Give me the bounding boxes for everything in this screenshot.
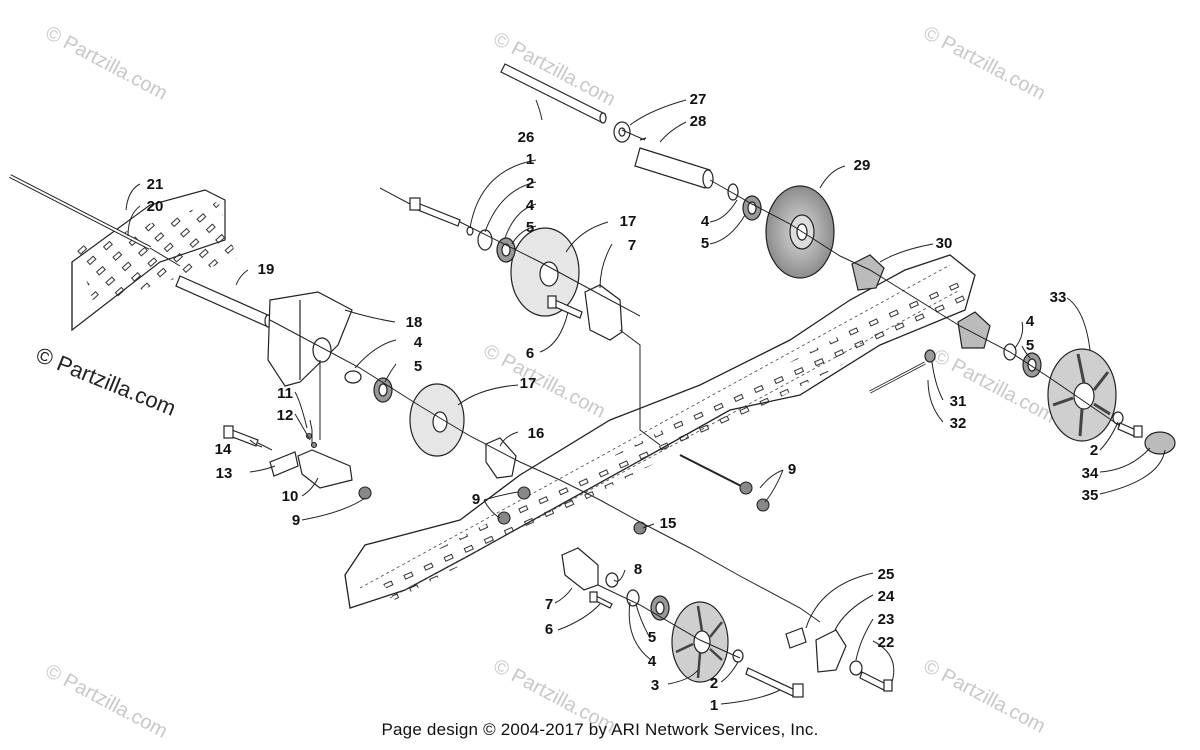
callout: 19 xyxy=(258,261,275,278)
callout: 16 xyxy=(528,425,545,442)
callout: 7 xyxy=(628,237,636,254)
callout: 4 xyxy=(414,334,423,351)
callout: 24 xyxy=(878,588,895,605)
callout: 4 xyxy=(648,653,657,670)
callout: 27 xyxy=(690,91,707,108)
callout: 13 xyxy=(216,465,233,482)
callout: 9 xyxy=(472,491,480,508)
callout: 20 xyxy=(147,198,164,215)
callout: 6 xyxy=(545,621,553,638)
callout: 33 xyxy=(1050,289,1067,306)
callout: 8 xyxy=(634,561,642,578)
idler-wheel-lower xyxy=(409,383,465,457)
callout: 11 xyxy=(277,385,293,402)
callout: 29 xyxy=(854,157,871,174)
bolts xyxy=(223,197,1143,698)
callout: 17 xyxy=(520,375,537,392)
callout: 15 xyxy=(660,515,677,532)
assembly-lines xyxy=(149,129,1121,659)
callout: 3 xyxy=(651,677,659,694)
callout: 26 xyxy=(518,129,535,146)
callout: 10 xyxy=(282,488,299,505)
callout: 25 xyxy=(878,566,895,583)
callout: 12 xyxy=(277,407,294,424)
callout: 28 xyxy=(690,113,707,130)
callout: 5 xyxy=(648,629,656,646)
brackets xyxy=(269,137,847,673)
callout: 5 xyxy=(414,358,422,375)
wheel-33 xyxy=(1047,348,1117,442)
callout: 17 xyxy=(620,213,637,230)
callout: 2 xyxy=(1090,442,1098,459)
callout: 4 xyxy=(701,213,710,230)
callout: 5 xyxy=(701,235,709,252)
callout: 31 xyxy=(950,393,967,410)
callout-labels: 21 20 19 18 4 5 11 12 14 13 10 9 26 27 2… xyxy=(147,91,1099,714)
callout: 30 xyxy=(936,235,953,252)
callout: 22 xyxy=(878,634,895,651)
cap-34 xyxy=(1144,431,1176,455)
wheel-3 xyxy=(671,601,729,683)
callout: 32 xyxy=(950,415,967,432)
hub-30 xyxy=(851,254,991,349)
wheel-29 xyxy=(765,185,835,279)
callout: 18 xyxy=(406,314,423,331)
callout: 2 xyxy=(710,675,718,692)
idler-wheel-upper xyxy=(510,227,580,317)
callout: 9 xyxy=(292,512,300,529)
callout: 4 xyxy=(526,197,535,214)
bearings xyxy=(344,121,1124,676)
callout: 2 xyxy=(526,175,534,192)
callout: 1 xyxy=(710,697,718,714)
bracket-part-18 xyxy=(267,291,353,387)
callout: 1 xyxy=(526,151,534,168)
callout: 21 xyxy=(147,176,164,193)
callout-leaders xyxy=(125,99,1166,705)
callout: 9 xyxy=(788,461,796,478)
callout: 5 xyxy=(1026,337,1034,354)
callout: 23 xyxy=(878,611,895,628)
callout: 14 xyxy=(215,441,232,458)
callout: 4 xyxy=(1026,313,1035,330)
callout: 35 xyxy=(1082,487,1099,504)
callout: 34 xyxy=(1082,465,1099,482)
footer-credit: Page design © 2004-2017 by ARI Network S… xyxy=(381,720,819,739)
callout: 5 xyxy=(526,219,534,236)
callout: 6 xyxy=(526,345,534,362)
left-rail-fragment xyxy=(71,189,237,332)
callout: 7 xyxy=(545,596,553,613)
